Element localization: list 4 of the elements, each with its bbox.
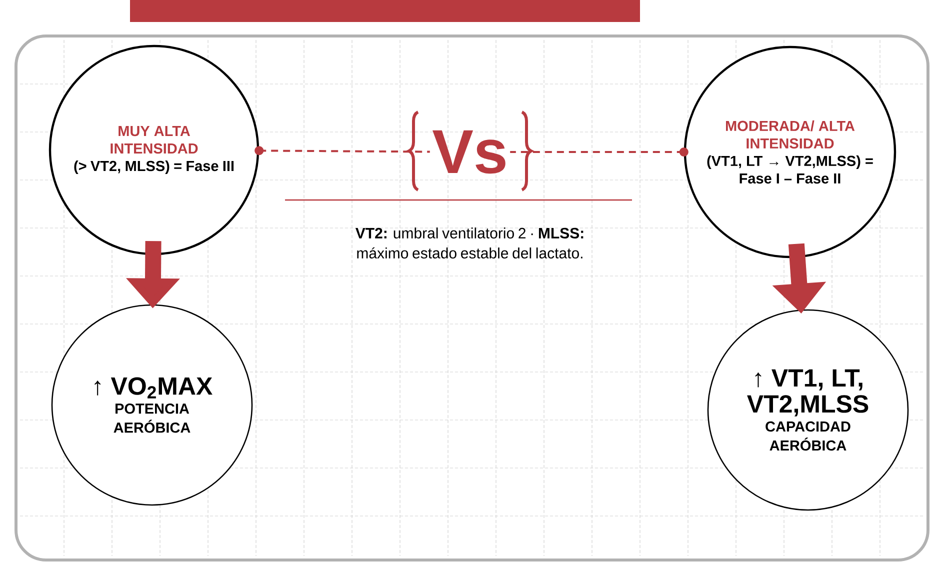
versus-text: Vs <box>432 130 506 174</box>
dashed-connector <box>510 148 688 156</box>
dashed-connector <box>254 146 430 156</box>
note-text: VT2: umbral ventilatorio 2 · MLSS: máximo estado estable del lactato. <box>356 228 584 258</box>
